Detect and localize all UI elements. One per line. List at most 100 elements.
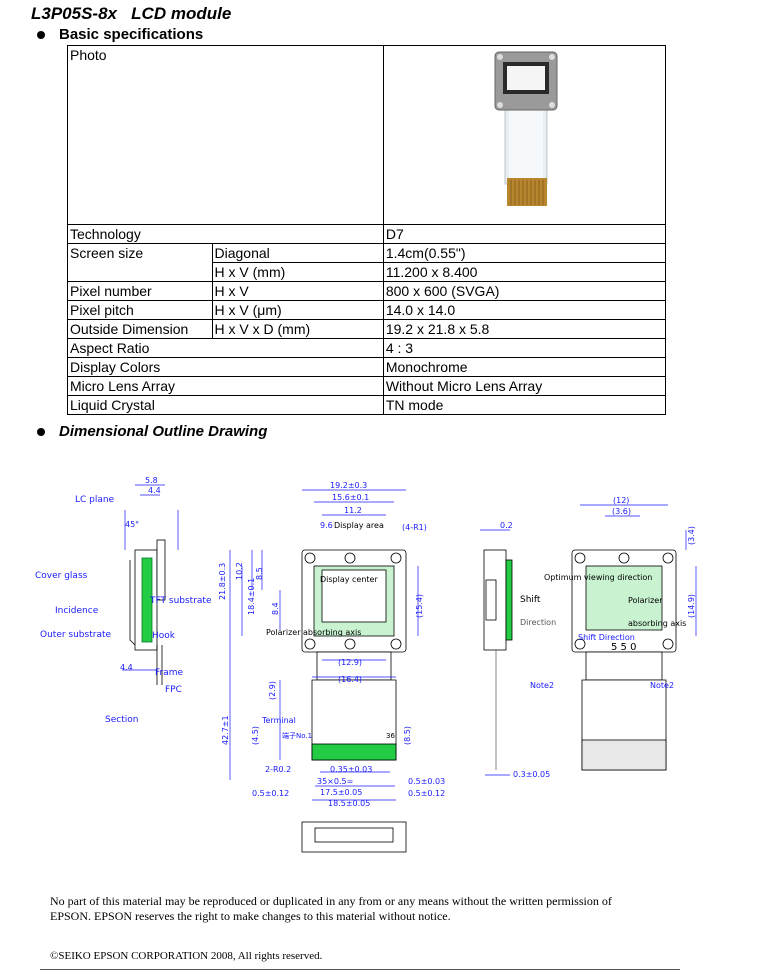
dimensional-outline-drawing: 5.8 4.4 45° 4.4 LC plane Cover glass Inc… — [35, 476, 697, 853]
row-label: Micro Lens Array — [67, 376, 384, 396]
dim-label: 9.6 — [320, 521, 333, 530]
row-value: 14.0 x 14.0 — [382, 300, 667, 320]
row-value: Without Micro Lens Array — [382, 376, 667, 396]
dim-label: 0.5±0.12 — [252, 789, 289, 798]
row-value: 11.200 x 8.400 — [382, 262, 667, 282]
dim-label: 45° — [125, 520, 139, 529]
label-shift-direction: Shift Direction — [578, 633, 635, 642]
label-direction: Direction — [520, 618, 556, 627]
table-row: Technology D7 — [67, 224, 667, 244]
label-terminal-36: 36 — [386, 732, 395, 740]
label-cover-glass: Cover glass — [35, 571, 88, 581]
table-row: Pixel number H x V 800 x 600 (SVGA) — [67, 281, 667, 301]
dim-label: 0.5±0.03 — [408, 777, 445, 786]
label-note2: Note2 — [530, 681, 554, 690]
label-model-no: 5 5 0 — [611, 642, 636, 653]
row-sublabel: H x V (mm) — [211, 262, 384, 282]
dim-label: (15.4) — [415, 594, 424, 618]
label-display-area: Display area — [334, 521, 384, 530]
dim-label: 0.2 — [500, 521, 513, 530]
dim-label: (12.9) — [338, 658, 362, 667]
front-dimension-lines — [229, 489, 419, 801]
dim-label: (14.9) — [687, 594, 696, 618]
section-dimension-lines — [122, 484, 179, 671]
document-title: L3P05S-8x LCD module — [31, 4, 232, 23]
table-row: Photo — [67, 45, 667, 225]
row-label: Liquid Crystal — [67, 395, 384, 415]
front-view — [301, 549, 407, 853]
row-value: 800 x 600 (SVGA) — [382, 281, 667, 301]
table-row: Aspect Ratio 4 : 3 — [67, 338, 667, 358]
label-incidence: Incidence — [55, 606, 99, 616]
footer-divider — [40, 969, 680, 970]
label-terminal-no1: 端子No.1 — [282, 731, 312, 740]
label-polarizer-axis: Polarizer absorbing axis — [266, 628, 361, 637]
section-heading-text: Dimensional Outline Drawing — [59, 423, 268, 440]
dim-label: (3.6) — [612, 507, 631, 516]
label-note2: Note2 — [650, 681, 674, 690]
row-sublabel: H x V x D (mm) — [211, 319, 384, 339]
dim-label: 19.2±0.3 — [330, 481, 367, 490]
photo-cell — [382, 45, 667, 225]
dim-label: (12) — [613, 496, 629, 505]
back-dimension-lines — [580, 504, 697, 636]
table-row: H x V (mm) 11.200 x 8.400 — [68, 262, 667, 282]
row-label: Screen size — [67, 243, 213, 282]
row-label: Technology — [67, 224, 384, 244]
back-view — [571, 549, 677, 771]
photo-label: Photo — [67, 45, 384, 225]
row-label: Display Colors — [67, 357, 384, 377]
spec-table: Photo Technology — [67, 45, 667, 415]
row-value: TN mode — [382, 395, 667, 415]
bullet-icon — [37, 427, 45, 436]
label-optimum-direction: Optimum viewing direction — [544, 573, 652, 582]
row-label: Pixel pitch — [67, 300, 213, 320]
label-display-center: Display center — [320, 575, 378, 584]
label-tft-substrate: TFT substrate — [149, 596, 212, 606]
dim-label: 18.5±0.05 — [328, 799, 370, 808]
row-value: Monochrome — [382, 357, 667, 377]
section-heading-basic: Basic specifications — [37, 26, 203, 43]
label-fpc: FPC — [165, 685, 182, 695]
dim-label: 0.35±0.03 — [330, 765, 372, 774]
table-row: Liquid Crystal TN mode — [67, 395, 667, 415]
row-value: 19.2 x 21.8 x 5.8 — [382, 319, 667, 339]
label-terminal: Terminal — [261, 716, 296, 725]
row-sublabel: Diagonal — [211, 243, 384, 263]
dim-label: (4.5) — [251, 726, 260, 745]
label-frame: Frame — [155, 668, 184, 678]
table-row: Outside Dimension H x V x D (mm) 19.2 x … — [67, 319, 667, 339]
dim-label: 0.5±0.12 — [408, 789, 445, 798]
dim-label: 17.5±0.05 — [320, 788, 362, 797]
row-label: Pixel number — [67, 281, 213, 301]
dim-label: 0.3±0.05 — [513, 770, 550, 779]
table-row: Pixel pitch H x V (μm) 14.0 x 14.0 — [67, 300, 667, 320]
row-label: Outside Dimension — [67, 319, 213, 339]
dim-label: (8.5) — [403, 726, 412, 745]
label-absorbing-axis: absorbing axis — [628, 619, 686, 628]
label-shift: Shift — [520, 595, 541, 605]
section-heading-drawing: Dimensional Outline Drawing — [37, 423, 267, 440]
label-outer-substrate: Outer substrate — [40, 630, 111, 640]
label-lc-plane: LC plane — [75, 495, 115, 505]
side-dimension-lines — [480, 529, 510, 776]
copyright: ©SEIKO EPSON CORPORATION 2008, All right… — [50, 950, 323, 962]
row-value: D7 — [382, 224, 667, 244]
row-value: 4 : 3 — [382, 338, 667, 358]
section-view — [129, 539, 166, 685]
dim-label: 4.4 — [120, 663, 133, 672]
table-row: Micro Lens Array Without Micro Lens Arra… — [67, 376, 667, 396]
dim-label: 4.4 — [148, 486, 161, 495]
side-view — [483, 549, 513, 770]
legal-notice: No part of this material may be reproduc… — [50, 894, 612, 923]
table-row: Display Colors Monochrome — [67, 357, 667, 377]
dim-label: (3.4) — [687, 526, 696, 545]
bullet-icon — [37, 30, 45, 39]
table-row: Screen size Diagonal 1.4cm(0.55") — [67, 243, 667, 282]
dim-label: 21.8±0.3 — [218, 563, 227, 600]
dim-label: 2-R0.2 — [265, 765, 291, 774]
dim-label: 8.4 — [271, 602, 280, 615]
dim-label: 10.2 — [235, 562, 244, 580]
row-sublabel: H x V (μm) — [211, 300, 384, 320]
dim-label: 18.4±0.1 — [247, 578, 256, 615]
